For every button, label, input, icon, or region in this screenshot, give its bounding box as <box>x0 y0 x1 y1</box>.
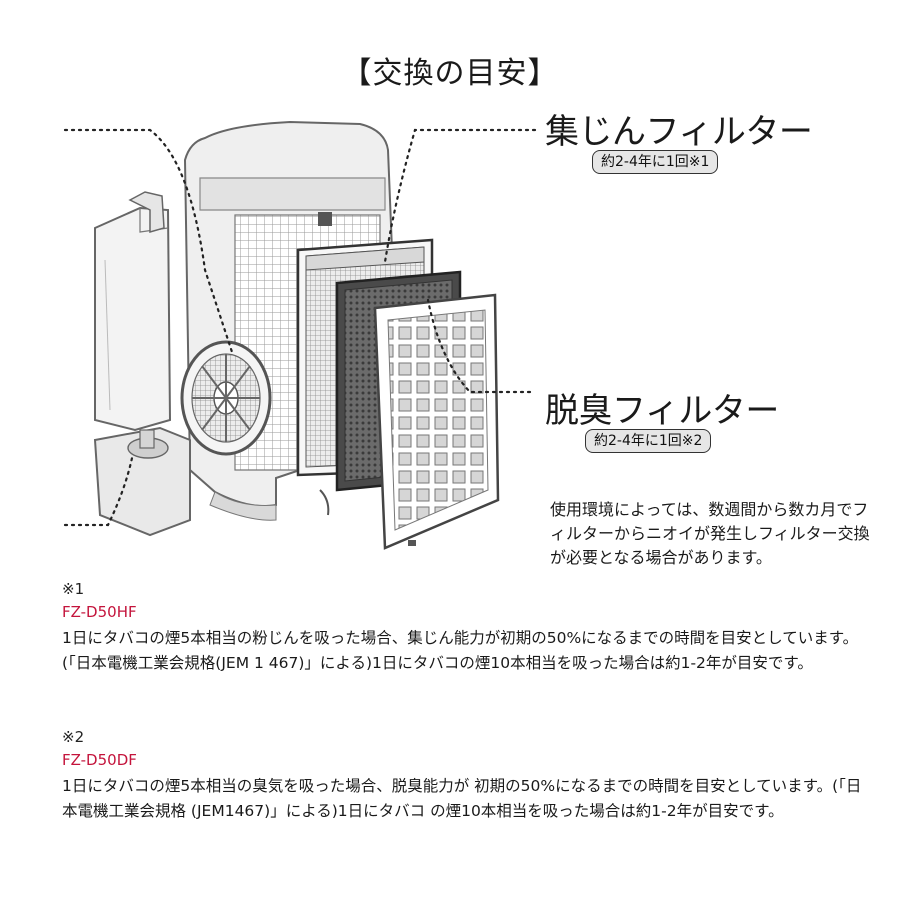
humidifier-wheel <box>180 340 272 456</box>
air-purifier-exploded-illustration <box>63 120 537 550</box>
leader-line-bottom-left <box>63 456 134 527</box>
dust-filter-label: 集じんフィルター <box>545 112 813 152</box>
leader-line-dust-filter <box>383 128 537 264</box>
water-tank <box>94 191 172 432</box>
usage-note: 使用環境によっては、数週間から数カ月でフィルターからニオイが発生しフィルター交換… <box>550 500 870 567</box>
leader-line-deodorizing-filter <box>426 298 532 394</box>
footnote-2-text: 1日にタバコの煙5本相当の臭気を吸った場合、脱臭能力が 初期の50%になるまでの… <box>62 777 862 820</box>
footnote-2-mark: ※2 <box>62 728 85 746</box>
leader-line-top-left <box>63 128 234 354</box>
footnote-2-model: FZ-D50DF <box>62 751 137 769</box>
humidifier-tray <box>93 426 191 537</box>
front-panel <box>373 293 500 550</box>
footnote-1-text: 1日にタバコの煙5本相当の粉じんを吸った場合、集じん能力が初期の50%になるまで… <box>62 629 859 672</box>
footnote-1-model: FZ-D50HF <box>62 603 137 621</box>
deodorizing-filter-interval-badge: 約2-4年に1回※2 <box>585 429 712 453</box>
footnote-1-mark: ※1 <box>62 580 85 598</box>
dust-filter-interval-badge: 約2-4年に1回※1 <box>592 150 719 174</box>
deodorizing-filter-label: 脱臭フィルター <box>545 391 779 431</box>
page-title: 【交換の目安】 <box>341 56 559 91</box>
